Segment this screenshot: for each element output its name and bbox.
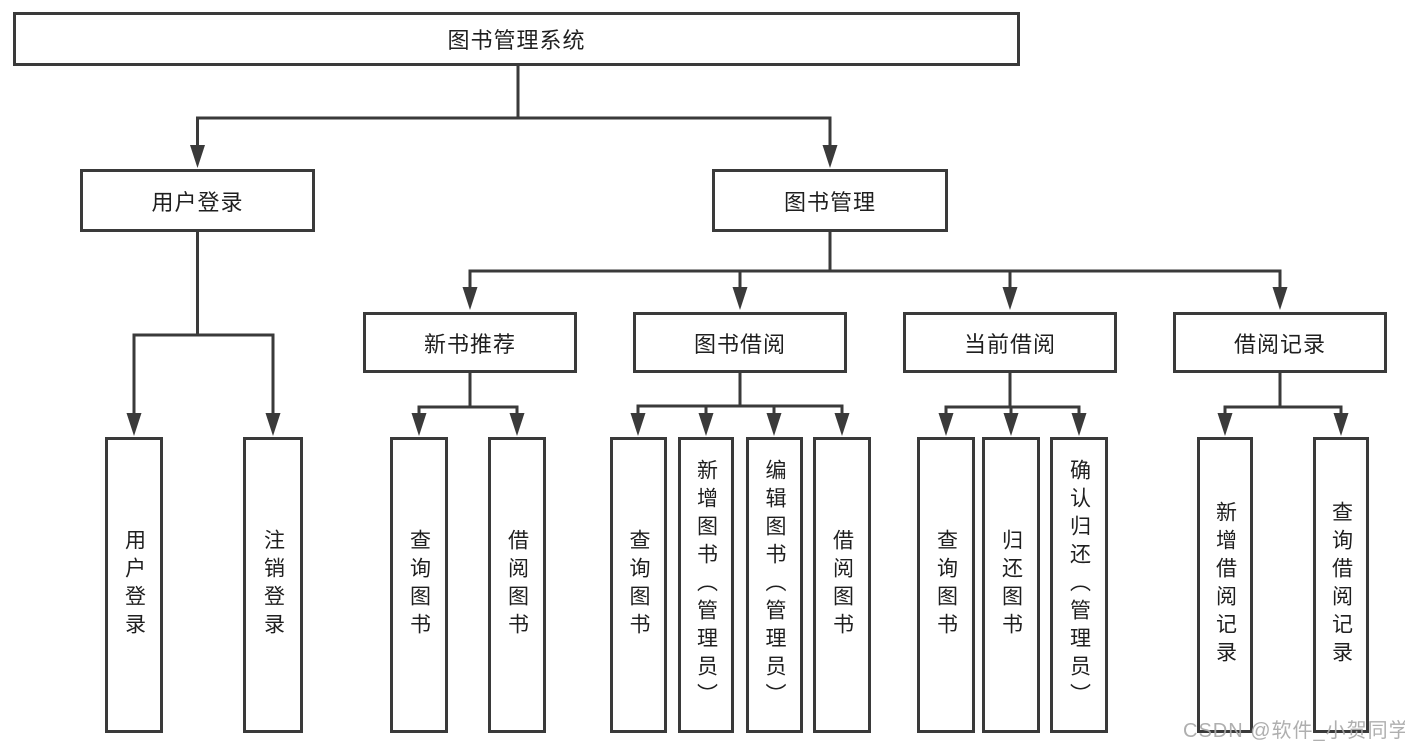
node-new-book-recommend: 新书推荐 xyxy=(363,312,577,373)
leaf-edit-book-admin: 编辑图书（管理员） xyxy=(746,437,803,733)
leaf-confirm-return-admin: 确认归还（管理员） xyxy=(1050,437,1108,733)
leaf-query-books-borrow: 查询图书 xyxy=(610,437,667,733)
node-current-borrow: 当前借阅 xyxy=(903,312,1117,373)
leaf-logout-login: 注销登录 xyxy=(243,437,303,733)
leaf-borrow-books-borrow: 借阅图书 xyxy=(813,437,871,733)
leaf-add-book-admin: 新增图书（管理员） xyxy=(678,437,734,733)
leaf-user-login: 用户登录 xyxy=(105,437,163,733)
node-book-borrow: 图书借阅 xyxy=(633,312,847,373)
leaf-return-book: 归还图书 xyxy=(982,437,1040,733)
csdn-watermark: CSDN @软件_小贺同学 xyxy=(1183,720,1405,742)
node-borrow-records: 借阅记录 xyxy=(1173,312,1387,373)
leaf-add-borrow-record: 新增借阅记录 xyxy=(1197,437,1253,733)
leaf-borrow-books-recommend: 借阅图书 xyxy=(488,437,546,733)
arrowhead-group xyxy=(126,145,1349,436)
leaf-query-borrow-record: 查询借阅记录 xyxy=(1313,437,1369,733)
leaf-query-books-recommend: 查询图书 xyxy=(390,437,448,733)
node-user-login: 用户登录 xyxy=(80,169,315,232)
leaf-query-books-current: 查询图书 xyxy=(917,437,975,733)
node-book-management: 图书管理 xyxy=(712,169,948,232)
node-root: 图书管理系统 xyxy=(13,12,1020,66)
